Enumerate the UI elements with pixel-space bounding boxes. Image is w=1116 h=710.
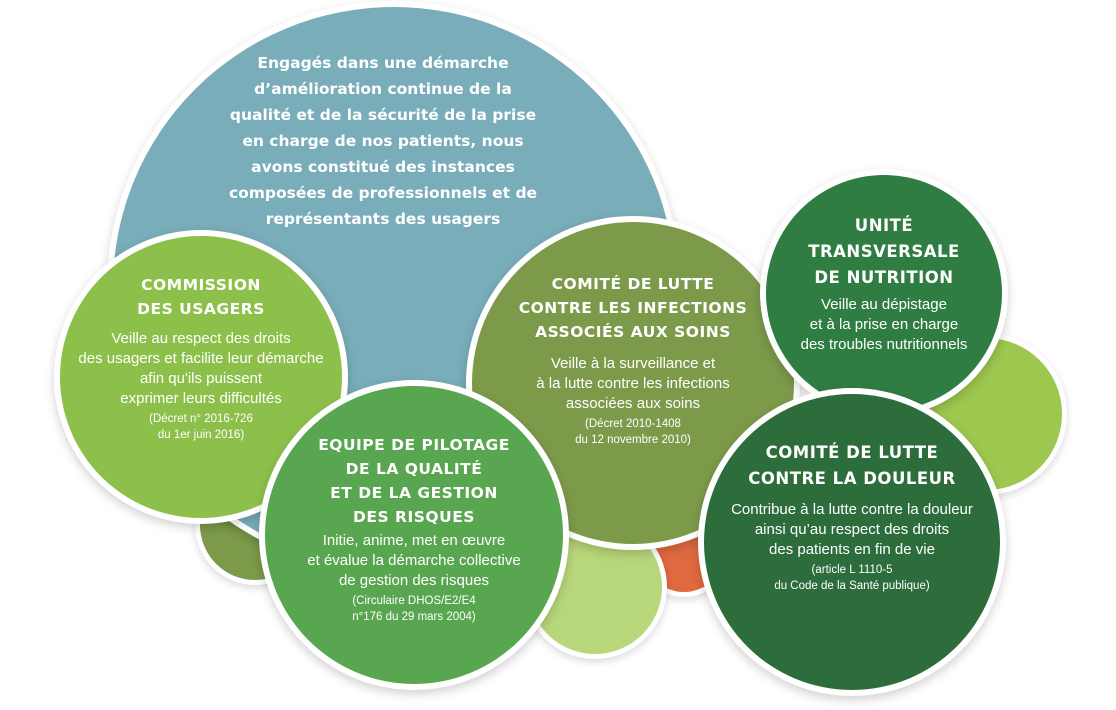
clin-reference: (Décret 2010-1408 du 12 novembre 2010)	[575, 418, 691, 446]
equipe-title: EQUIPE DE PILOTAGE DE LA QUALITÉ ET DE L…	[318, 436, 510, 526]
nutrition-text-block: UNITÉ TRANSVERSALE DE NUTRITION Veille a…	[766, 213, 1002, 355]
equipe-description: Initie, anime, met en œuvre et évalue la…	[307, 532, 521, 589]
equipe-text-block: EQUIPE DE PILOTAGE DE LA QUALITÉ ET DE L…	[265, 433, 563, 625]
intro-text-block: Engagés dans une démarche d’amélioration…	[213, 50, 553, 232]
clin-title: COMITÉ DE LUTTE CONTRE LES INFECTIONS AS…	[518, 275, 748, 341]
intro-text: Engagés dans une démarche d’amélioration…	[228, 54, 538, 228]
commission-description: Veille au respect des droits des usagers…	[78, 330, 324, 407]
equipe-circle	[265, 386, 563, 684]
douleur-reference: (article L 1110-5 du Code de la Santé pu…	[774, 564, 930, 592]
commission-reference: (Décret n° 2016-726 du 1er juin 2016)	[149, 413, 253, 441]
douleur-circle	[704, 394, 1000, 690]
clin-description: Veille à la surveillance et à la lutte c…	[536, 355, 730, 412]
douleur-text-block: COMITÉ DE LUTTE CONTRE LA DOULEUR Contri…	[704, 440, 1000, 594]
nutrition-description: Veille au dépistage et à la prise en cha…	[800, 296, 968, 353]
clin-text-block: COMITÉ DE LUTTE CONTRE LES INFECTIONS AS…	[472, 272, 794, 448]
douleur-description: Contribue à la lutte contre la douleur a…	[731, 501, 973, 558]
nutrition-title: UNITÉ TRANSVERSALE DE NUTRITION	[808, 216, 960, 287]
commission-text-block: COMMISSION DES USAGERS Veille au respect…	[60, 273, 342, 443]
commission-title: COMMISSION DES USAGERS	[137, 276, 265, 318]
douleur-title: COMITÉ DE LUTTE CONTRE LA DOULEUR	[748, 443, 956, 488]
equipe-reference: (Circulaire DHOS/E2/E4 n°176 du 29 mars …	[352, 595, 476, 623]
nutrition-circle	[766, 175, 1002, 411]
